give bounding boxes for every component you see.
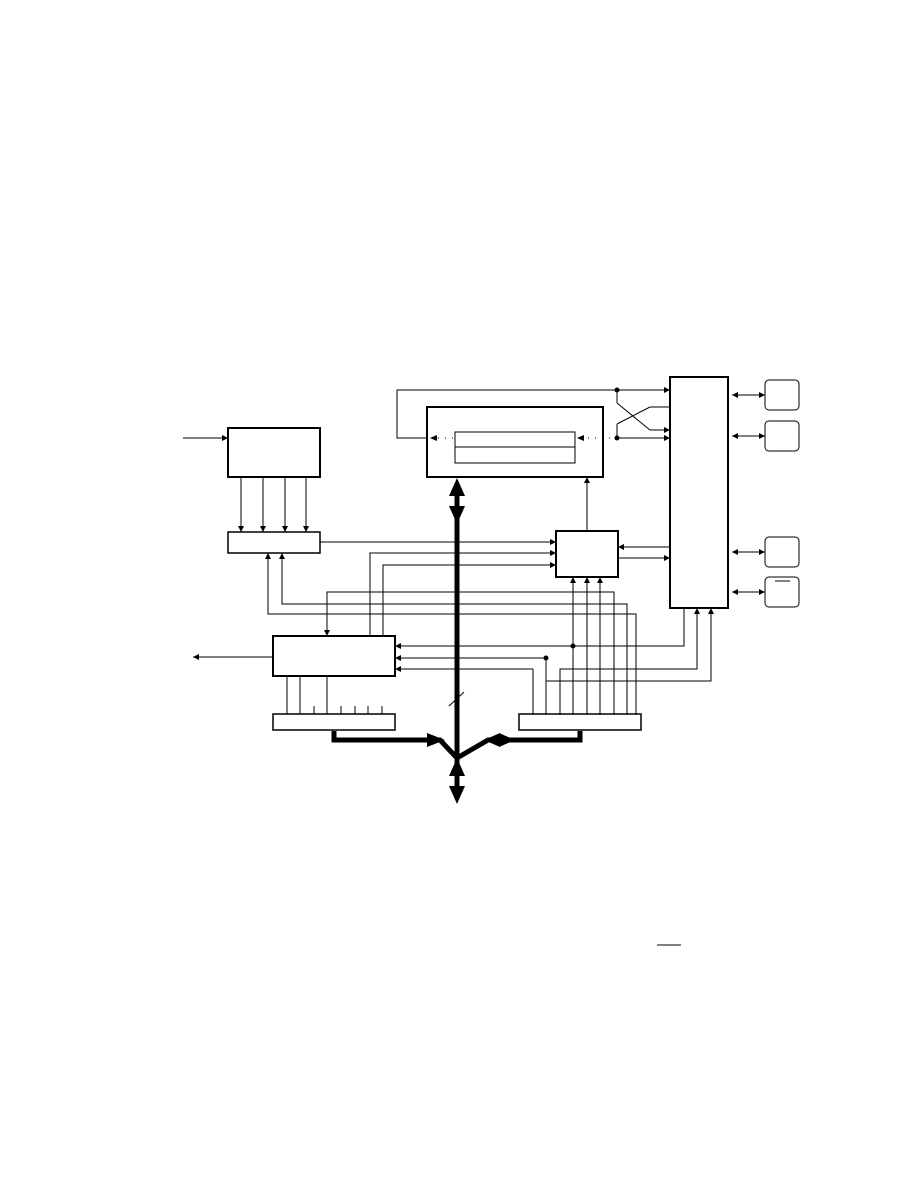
- line-to-counter-top: [324, 591, 615, 715]
- io-to-counter-lines: [395, 608, 685, 715]
- io-controller-block: [669, 376, 729, 609]
- counter-to-control-lines: [369, 550, 556, 636]
- left-buffer-block: [272, 713, 396, 731]
- pin-terminal-2: [764, 420, 800, 452]
- register-io-crossing-lines: [396, 387, 670, 441]
- io-terminal-arrows: [732, 392, 765, 595]
- counter-block: [272, 635, 396, 677]
- register-shift-lines: [430, 435, 617, 441]
- buffer-to-io-arrows: [545, 608, 714, 715]
- latch-block: [227, 531, 321, 554]
- pin-terminal-1: [764, 379, 800, 411]
- control-io-arrows: [618, 544, 670, 561]
- control-block: [555, 530, 619, 578]
- counter-to-buffer-lines: [286, 676, 383, 714]
- block-to-latch-arrows: [238, 477, 309, 532]
- feedback-to-latch-lines: [265, 553, 637, 715]
- pin-terminal-3: [764, 536, 800, 568]
- right-buffer-block: [518, 713, 642, 731]
- top-left-block: [227, 427, 321, 478]
